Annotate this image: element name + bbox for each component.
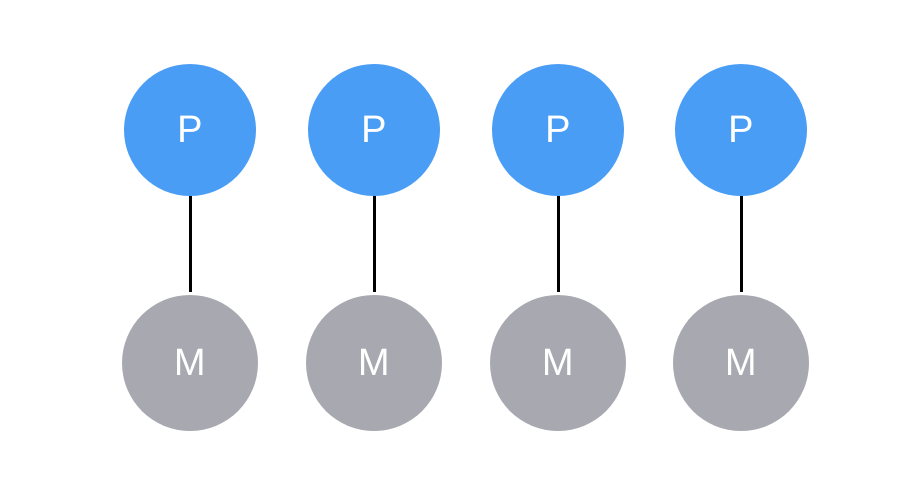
processor-memory-connector bbox=[739, 196, 743, 292]
node-pair: P M bbox=[294, 0, 454, 484]
processor-memory-connector bbox=[188, 196, 192, 292]
processor-node-label: P bbox=[728, 109, 754, 151]
node-pair: P M bbox=[661, 0, 821, 484]
memory-node-label: M bbox=[173, 342, 207, 384]
processor-node[interactable]: P bbox=[124, 64, 256, 196]
processor-memory-connector bbox=[372, 196, 376, 292]
processor-node[interactable]: P bbox=[675, 64, 807, 196]
memory-node-label: M bbox=[357, 342, 391, 384]
memory-node-label: M bbox=[541, 342, 575, 384]
processor-node-label: P bbox=[177, 109, 203, 151]
processor-node-label: P bbox=[545, 109, 571, 151]
processor-node[interactable]: P bbox=[308, 64, 440, 196]
processor-node-label: P bbox=[361, 109, 387, 151]
processor-node[interactable]: P bbox=[492, 64, 624, 196]
node-pair: P M bbox=[478, 0, 638, 484]
memory-node[interactable]: M bbox=[490, 295, 626, 431]
memory-node[interactable]: M bbox=[122, 295, 258, 431]
node-pair: P M bbox=[110, 0, 270, 484]
memory-node[interactable]: M bbox=[673, 295, 809, 431]
processor-memory-connector bbox=[556, 196, 560, 292]
memory-node-label: M bbox=[724, 342, 758, 384]
memory-node[interactable]: M bbox=[306, 295, 442, 431]
